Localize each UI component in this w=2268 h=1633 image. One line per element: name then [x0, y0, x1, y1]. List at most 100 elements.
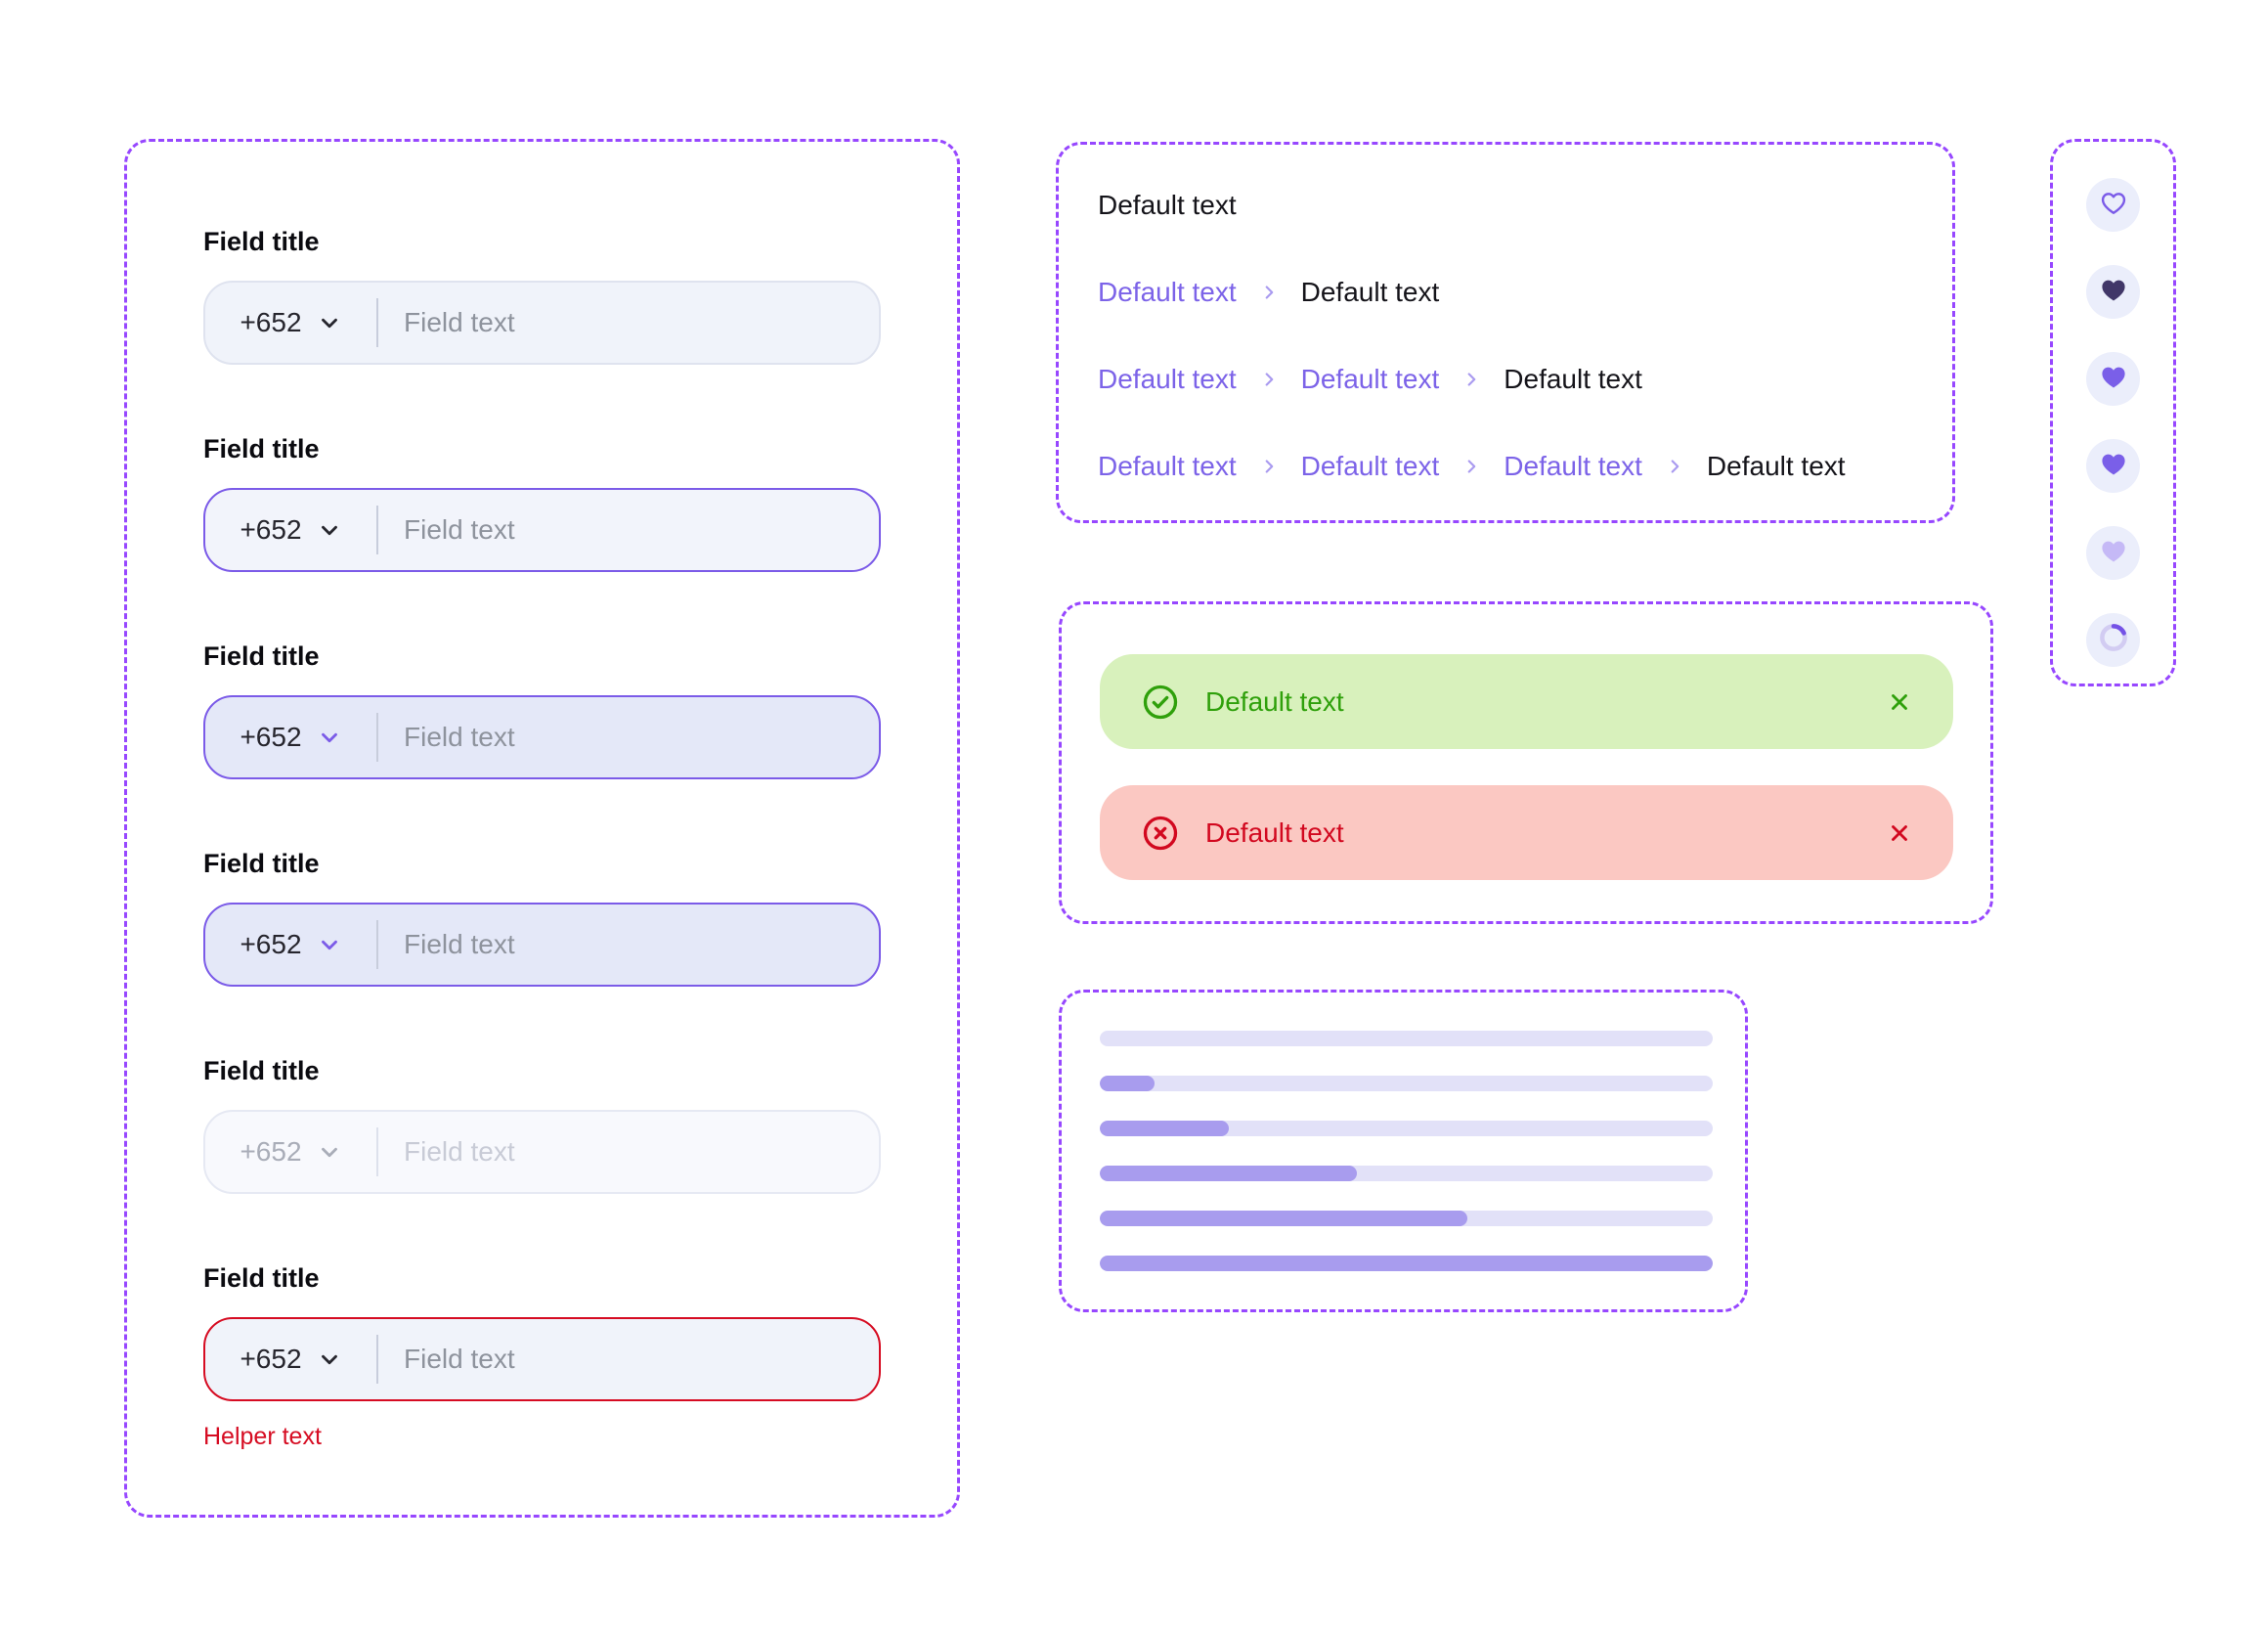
favorite-button-active[interactable] [2086, 439, 2140, 493]
heart-filled-icon [2098, 448, 2129, 484]
country-code-value: +652 [240, 307, 302, 337]
field-title: Field title [203, 434, 320, 463]
breadcrumb-current: Default text [1706, 451, 1846, 481]
progress-fill [1100, 1211, 1468, 1226]
breadcrumb: Default text Default text [1098, 275, 1913, 310]
breadcrumb-link[interactable]: Default text [1098, 277, 1237, 307]
phone-number-placeholder[interactable]: Field text [404, 722, 515, 752]
field-title: Field title [203, 227, 320, 256]
phone-fields-section: Field title +652 Field text Field title … [124, 139, 960, 1518]
phone-input: +652 Field text [203, 1110, 881, 1194]
field-title: Field title [203, 1056, 320, 1085]
heart-filled-light-icon [2098, 535, 2129, 571]
chevron-right-icon [1258, 456, 1280, 477]
alerts-section: Default text Default text [1059, 601, 1993, 924]
chevron-right-icon [1461, 456, 1482, 477]
phone-input[interactable]: +652 Field text [203, 903, 881, 987]
x-circle-icon [1141, 814, 1180, 853]
phone-number-placeholder[interactable]: Field text [404, 1344, 515, 1374]
country-code-value: +652 [240, 1344, 302, 1374]
chevron-right-icon [1664, 456, 1685, 477]
country-code-dropdown[interactable]: +652 [205, 722, 376, 753]
country-code-value: +652 [240, 514, 302, 545]
alert-label: Default text [1205, 816, 1344, 848]
progress-bar [1100, 1166, 1713, 1181]
phone-number-placeholder[interactable]: Field text [404, 307, 515, 337]
breadcrumb: Default text [1098, 188, 1913, 223]
chevron-down-icon [317, 725, 342, 750]
breadcrumb-link[interactable]: Default text [1504, 451, 1642, 481]
input-divider [376, 1127, 378, 1176]
chevron-right-icon [1258, 282, 1280, 303]
chevron-down-icon [317, 1139, 342, 1165]
input-divider [376, 713, 378, 762]
chevron-right-icon [1461, 369, 1482, 390]
chevron-down-icon [317, 932, 342, 957]
progress-section [1059, 990, 1748, 1312]
icon-buttons-section [2050, 139, 2176, 686]
heart-outline-icon [2098, 187, 2129, 223]
phone-input[interactable]: +652 Field text [203, 488, 881, 572]
field-title: Field title [203, 849, 320, 878]
country-code-value: +652 [240, 929, 302, 959]
phone-number-placeholder[interactable]: Field text [404, 929, 515, 959]
chevron-right-icon [1258, 369, 1280, 390]
check-circle-icon [1141, 683, 1180, 722]
phone-field-disabled: Field title +652 Field text [203, 1055, 881, 1194]
phone-field-hover: Field title +652 Field text [203, 433, 881, 572]
progress-bar [1100, 1076, 1713, 1091]
phone-field-active: Field title +652 Field text [203, 848, 881, 987]
spinner-icon [2097, 621, 2130, 659]
heart-filled-icon [2098, 361, 2129, 397]
phone-field-default: Field title +652 Field text [203, 226, 881, 365]
breadcrumb-current: Default text [1098, 190, 1237, 220]
favorite-button-default[interactable] [2086, 178, 2140, 232]
alert-label: Default text [1205, 685, 1344, 717]
input-divider [376, 920, 378, 969]
breadcrumb-current: Default text [1504, 364, 1642, 394]
input-divider [376, 298, 378, 347]
breadcrumb-link[interactable]: Default text [1300, 364, 1440, 394]
favorite-button-disabled [2086, 526, 2140, 580]
chevron-down-icon [317, 517, 342, 543]
breadcrumb-link[interactable]: Default text [1098, 364, 1237, 394]
phone-input[interactable]: +652 Field text [203, 1317, 881, 1401]
breadcrumb-link[interactable]: Default text [1300, 451, 1440, 481]
input-divider [376, 506, 378, 554]
progress-bar [1100, 1031, 1713, 1046]
chevron-down-icon [317, 1346, 342, 1372]
country-code-dropdown[interactable]: +652 [205, 514, 376, 546]
input-divider [376, 1335, 378, 1384]
country-code-dropdown[interactable]: +652 [205, 1344, 376, 1375]
breadcrumb: Default text Default text Default text D… [1098, 449, 1913, 484]
country-code-value: +652 [240, 722, 302, 752]
favorite-button-loading [2086, 613, 2140, 667]
field-title: Field title [203, 1263, 320, 1293]
progress-fill [1100, 1076, 1156, 1091]
favorite-button-active[interactable] [2086, 352, 2140, 406]
progress-bar [1100, 1211, 1713, 1226]
field-title: Field title [203, 641, 320, 671]
favorite-button-pressed[interactable] [2086, 265, 2140, 319]
progress-fill [1100, 1256, 1713, 1271]
progress-bar [1100, 1256, 1713, 1271]
progress-fill [1100, 1121, 1229, 1136]
phone-input[interactable]: +652 Field text [203, 695, 881, 779]
country-code-dropdown[interactable]: +652 [205, 929, 376, 960]
error-alert: Default text [1100, 785, 1953, 880]
breadcrumb-link[interactable]: Default text [1098, 451, 1237, 481]
phone-input[interactable]: +652 Field text [203, 281, 881, 365]
breadcrumbs-section: Default text Default text Default text D… [1056, 142, 1955, 523]
country-code-dropdown[interactable]: +652 [205, 307, 376, 338]
country-code-value: +652 [240, 1136, 302, 1167]
phone-field-error: Field title +652 Field text Helper text [203, 1262, 881, 1451]
close-icon[interactable] [1887, 820, 1912, 846]
chevron-down-icon [317, 310, 342, 335]
phone-number-placeholder[interactable]: Field text [404, 514, 515, 545]
heart-filled-icon [2098, 274, 2129, 310]
phone-number-placeholder: Field text [404, 1136, 515, 1167]
helper-text: Helper text [203, 1423, 322, 1450]
phone-field-focused: Field title +652 Field text [203, 640, 881, 779]
progress-bar [1100, 1121, 1713, 1136]
close-icon[interactable] [1887, 689, 1912, 715]
